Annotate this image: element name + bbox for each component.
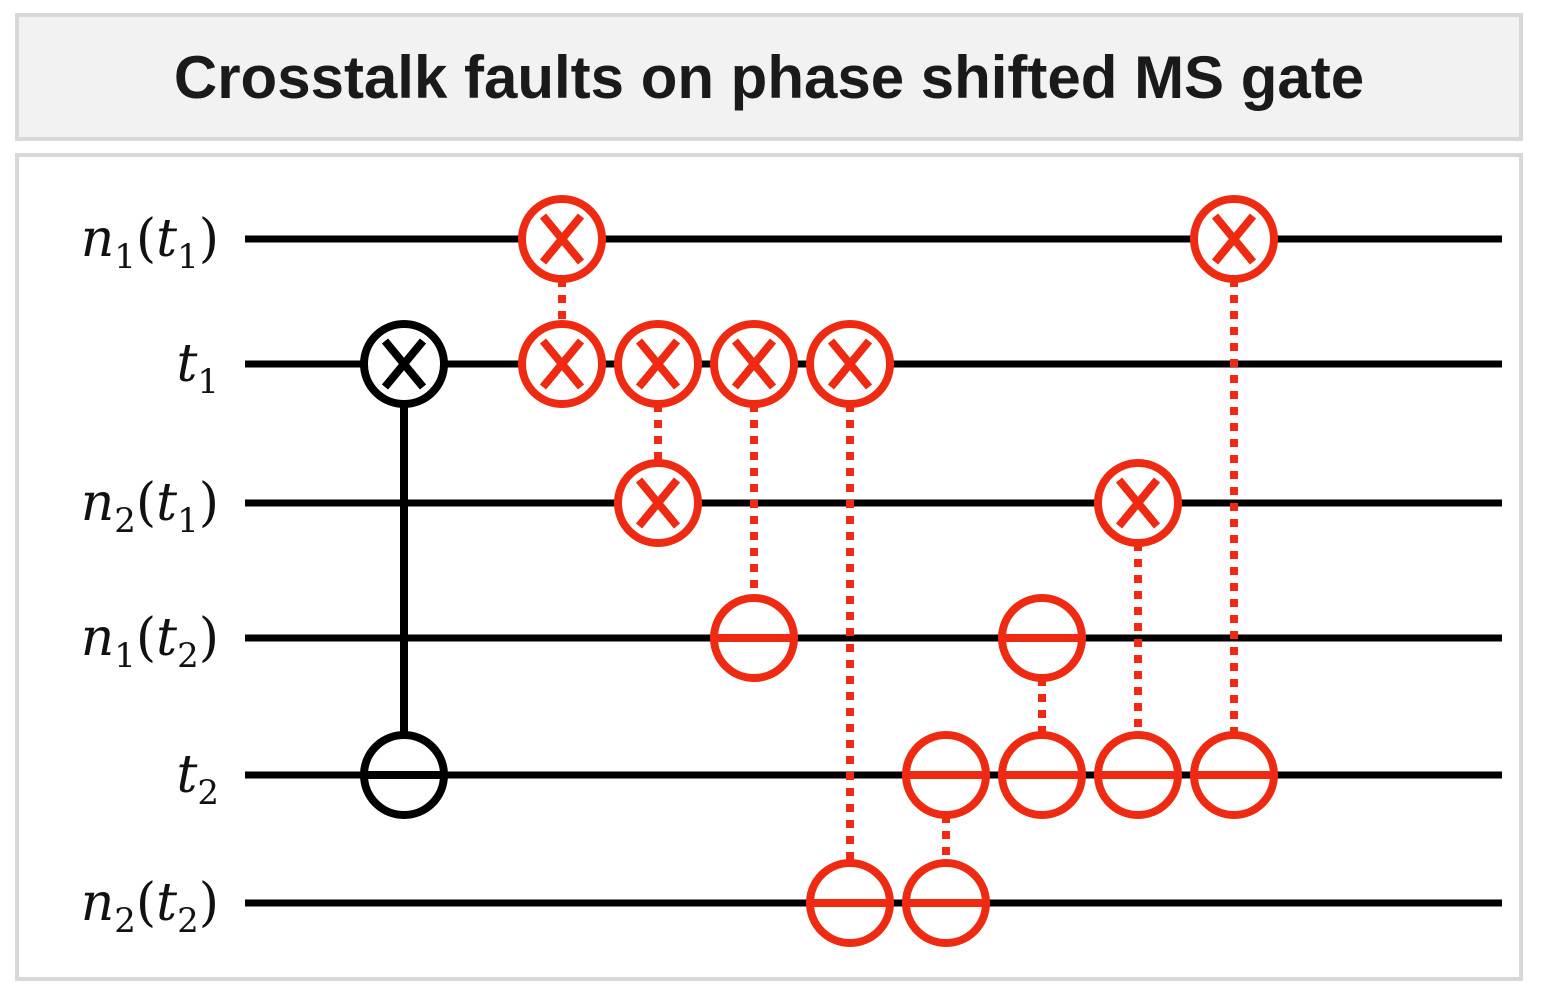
- fault-gate-4-top-otimes-icon-cross-b: [827, 338, 873, 390]
- fault-gate-2-top-otimes-icon-cross-b: [635, 338, 681, 390]
- wire-label-4: t2: [176, 745, 219, 813]
- ms-gate-bottom-ominus-icon: [360, 731, 448, 819]
- fault-gate-2-bottom-otimes-icon-cross-b: [635, 477, 681, 529]
- fault-gate-3-top-otimes-icon-cross-b: [731, 338, 777, 390]
- fault-gate-3-bottom-ominus-icon: [710, 594, 798, 682]
- fault-gate-2-top-otimes-icon: [614, 320, 702, 408]
- ms-gate-top-otimes-icon: [360, 320, 448, 408]
- fault-gate-6-top-ominus-icon: [998, 594, 1086, 682]
- wire-label-3: n1(t2): [81, 608, 219, 676]
- ms-gate-top-otimes-icon-cross-b: [381, 338, 427, 390]
- wire-label-0: n1(t1): [81, 209, 219, 277]
- wire-label-2: n2(t1): [81, 473, 219, 541]
- fault-gate-1-top-otimes-icon: [518, 195, 606, 283]
- fault-gate-7-top-otimes-icon: [1094, 459, 1182, 547]
- wire-labels-layer: n1(t1) t1 n2(t1) n1(t2) t2 n2(t2): [81, 209, 219, 941]
- fault-gate-4-bottom-ominus-icon: [806, 859, 894, 947]
- fault-gate-1-bottom-otimes-icon: [518, 320, 606, 408]
- fault-gate-6-bottom-ominus-icon: [998, 731, 1086, 819]
- fault-gate-8-bottom-ominus-icon: [1190, 731, 1278, 819]
- gates-layer: [360, 195, 1278, 947]
- fault-gate-2-bottom-otimes-icon: [614, 459, 702, 547]
- wire-label-1: t1: [176, 334, 219, 402]
- connectors-layer: [400, 279, 1238, 863]
- circuit-panel: n1(t1) t1 n2(t1) n1(t2) t2 n2(t2): [15, 153, 1523, 981]
- fault-gate-5-top-ominus-icon: [902, 731, 990, 819]
- diagram-title: Crosstalk faults on phase shifted MS gat…: [173, 43, 1365, 111]
- fault-gate-8-top-otimes-icon-cross-b: [1211, 213, 1257, 265]
- fault-gate-1-bottom-otimes-icon-cross-b: [539, 338, 585, 390]
- circuit-diagram: n1(t1) t1 n2(t1) n1(t2) t2 n2(t2): [81, 195, 1502, 947]
- wire-label-5: n2(t2): [81, 873, 219, 941]
- fault-gate-8-top-otimes-icon: [1190, 195, 1278, 283]
- fault-gate-1-top-otimes-icon-cross-b: [539, 213, 585, 265]
- fault-gate-7-bottom-ominus-icon: [1094, 731, 1182, 819]
- title-box: Crosstalk faults on phase shifted MS gat…: [15, 13, 1523, 141]
- fault-gate-7-top-otimes-icon-cross-b: [1115, 477, 1161, 529]
- fault-gate-3-top-otimes-icon: [710, 320, 798, 408]
- fault-gate-5-bottom-ominus-icon: [902, 859, 990, 947]
- fault-gate-4-top-otimes-icon: [806, 320, 894, 408]
